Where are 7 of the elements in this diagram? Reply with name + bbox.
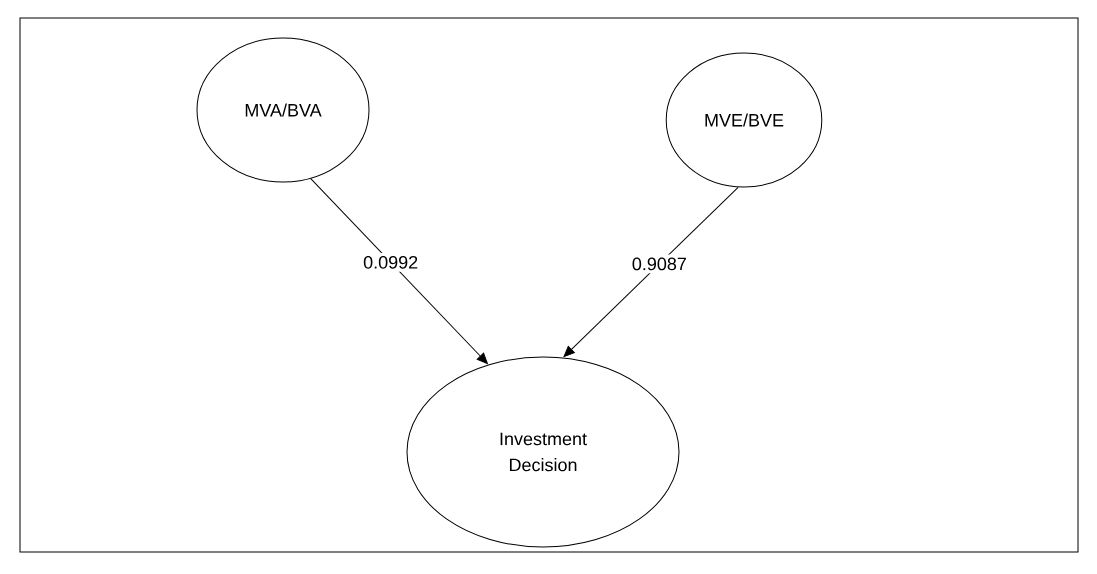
ellipse-node: MVE/BVE: [665, 52, 823, 188]
arrow: [310, 178, 488, 365]
ellipse-node: Investment Decision: [406, 356, 680, 548]
edge-label: 0.0992: [363, 255, 418, 269]
arrow: [563, 186, 739, 358]
edge-label: 0.9087: [632, 257, 686, 271]
ellipse-node: MVA/BVA: [196, 37, 370, 183]
